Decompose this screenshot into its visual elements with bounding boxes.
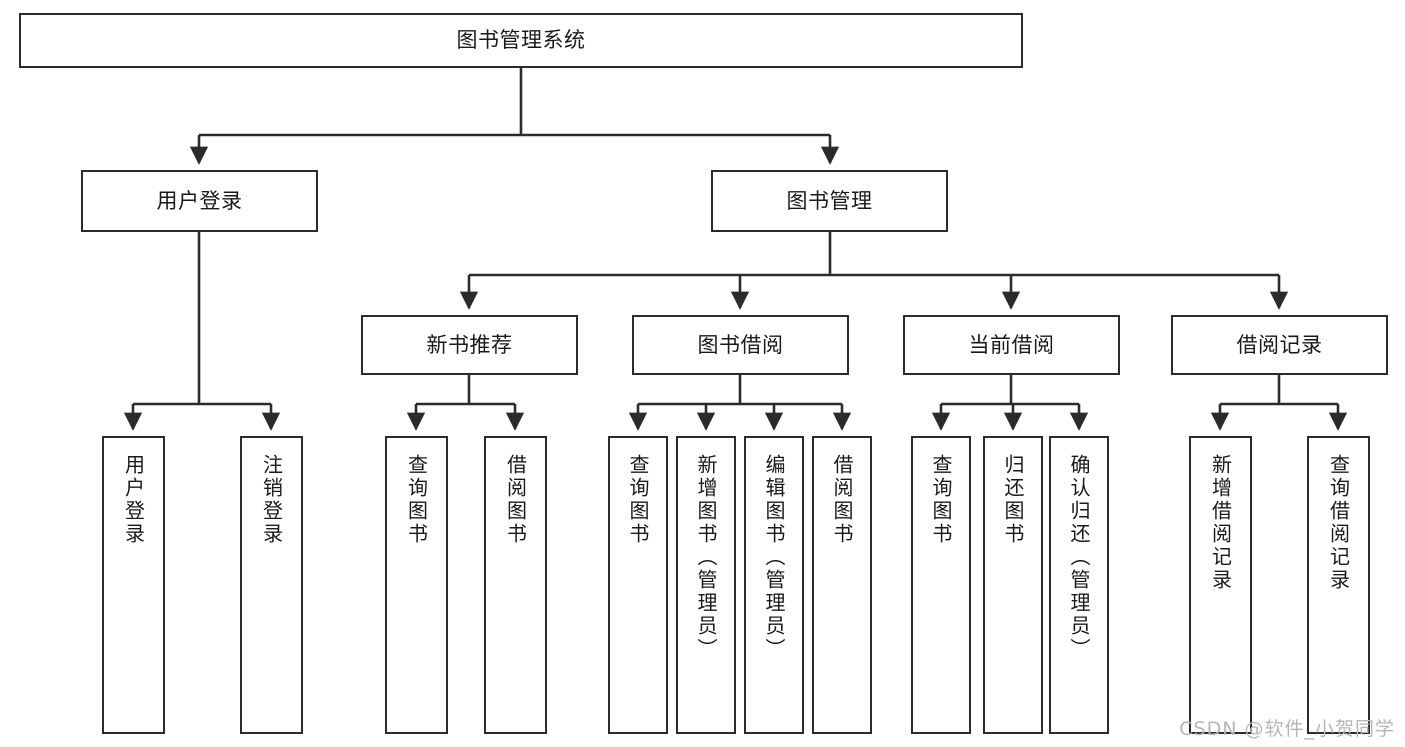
node-label: 新增借阅记录	[1208, 454, 1233, 592]
node-label: 图书借阅	[697, 332, 784, 357]
leaf-borrow-book-recommend[interactable]: 借阅图书	[484, 436, 547, 734]
node-label: 新书推荐	[426, 332, 513, 357]
node-label: 查询图书	[626, 454, 650, 546]
leaf-query-book-borrow[interactable]: 查询图书	[608, 436, 668, 734]
node-label: 当前借阅	[968, 332, 1055, 357]
node-label: 确认归还（管理员）	[1067, 454, 1091, 661]
leaf-confirm-return-admin[interactable]: 确认归还（管理员）	[1049, 436, 1109, 734]
leaf-add-borrow-record[interactable]: 新增借阅记录	[1189, 436, 1252, 734]
leaf-logout[interactable]: 注销登录	[240, 436, 303, 734]
leaf-return-book[interactable]: 归还图书	[983, 436, 1043, 734]
node-root[interactable]: 图书管理系统	[19, 13, 1023, 68]
node-level2-book-borrow[interactable]: 图书借阅	[632, 315, 849, 375]
node-label: 图书管理	[786, 188, 873, 213]
node-label: 用户登录	[156, 188, 243, 213]
node-level1-book-management[interactable]: 图书管理	[711, 170, 948, 232]
node-label: 新增图书（管理员）	[694, 454, 718, 661]
node-label: 归还图书	[1001, 454, 1025, 546]
node-level2-current-borrow[interactable]: 当前借阅	[903, 315, 1120, 375]
leaf-query-book-recommend[interactable]: 查询图书	[385, 436, 448, 734]
node-label: 图书管理系统	[456, 28, 586, 53]
leaf-add-book-admin[interactable]: 新增图书（管理员）	[676, 436, 736, 734]
node-label: 借阅记录	[1236, 332, 1323, 357]
node-label: 查询图书	[404, 454, 429, 546]
node-label: 注销登录	[259, 454, 284, 546]
leaf-query-borrow-record[interactable]: 查询借阅记录	[1307, 436, 1370, 734]
leaf-borrow-book[interactable]: 借阅图书	[812, 436, 872, 734]
leaf-edit-book-admin[interactable]: 编辑图书（管理员）	[744, 436, 804, 734]
node-label: 用户登录	[121, 454, 146, 546]
node-level1-user-login[interactable]: 用户登录	[81, 170, 318, 232]
node-level2-borrow-record[interactable]: 借阅记录	[1171, 315, 1388, 375]
node-label: 借阅图书	[830, 454, 854, 546]
node-label: 编辑图书（管理员）	[762, 454, 786, 661]
node-label: 查询借阅记录	[1326, 454, 1351, 592]
csdn-watermark: CSDN @软件_小贺同学	[1179, 718, 1395, 740]
leaf-query-book-current[interactable]: 查询图书	[911, 436, 971, 734]
node-label: 查询图书	[929, 454, 953, 546]
leaf-user-login[interactable]: 用户登录	[102, 436, 165, 734]
node-label: 借阅图书	[503, 454, 528, 546]
node-level2-new-book-recommend[interactable]: 新书推荐	[361, 315, 578, 375]
